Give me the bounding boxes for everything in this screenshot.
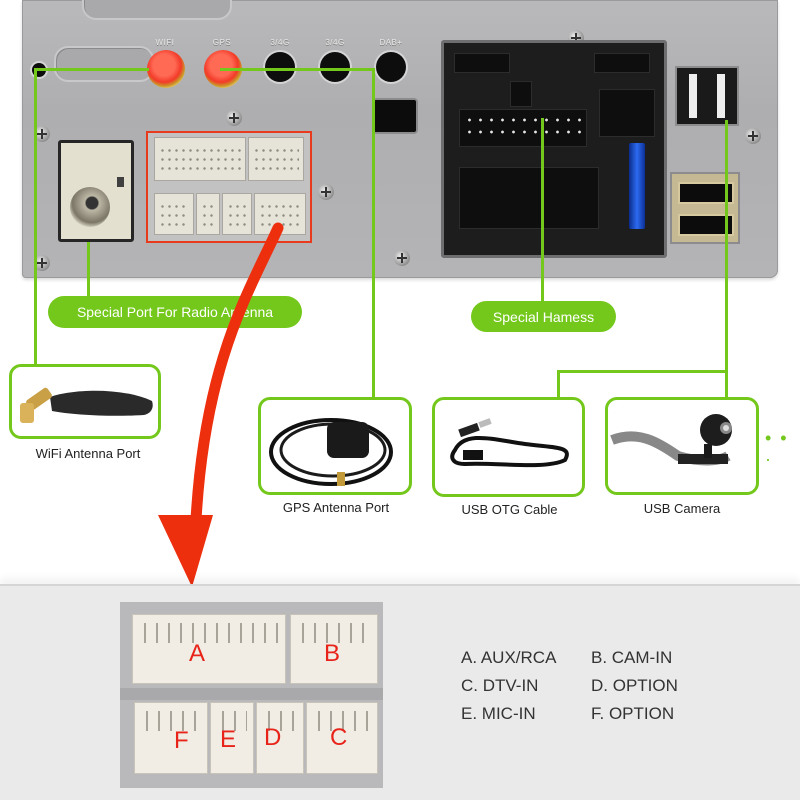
legend-item-b: B. CAM-IN xyxy=(591,648,673,667)
product-usb-otg-cable xyxy=(432,397,585,497)
wifi-antenna-icon xyxy=(20,387,153,423)
screw xyxy=(318,184,334,200)
more-items-indicator: • • · xyxy=(765,428,789,469)
harness-cover xyxy=(454,53,510,73)
port-label-4g-2: 3/4G xyxy=(325,38,345,47)
4g-port-hole-2 xyxy=(320,52,350,82)
detail-connector-c xyxy=(306,702,378,774)
screw xyxy=(34,126,50,142)
wifi-sma-connector xyxy=(147,50,185,88)
legend-item-d: D. OPTION xyxy=(591,676,678,695)
legend-item-a: A. AUX/RCA xyxy=(461,648,557,667)
detail-connector-f xyxy=(134,702,208,774)
connector-d xyxy=(222,193,252,235)
connector-legend: A. AUX/RCA B. CAM-IN C. DTV-IN D. OPTION… xyxy=(461,648,711,723)
connector-line xyxy=(34,68,149,71)
detail-connector-a xyxy=(132,614,286,684)
connector-detail-section: A B F E D C xyxy=(0,584,800,800)
harness-key xyxy=(510,81,532,107)
harness-pin-block xyxy=(459,109,587,147)
blue-fuse xyxy=(629,143,645,229)
connector-b xyxy=(248,137,304,181)
screw xyxy=(745,128,761,144)
harness-lower-block xyxy=(459,167,599,229)
screw xyxy=(226,110,242,126)
callout-special-harness: Special Hamess xyxy=(471,301,616,332)
harness-side-block xyxy=(599,89,655,137)
special-harness-socket xyxy=(441,40,667,258)
callout-radio-antenna: Special Port For Radio Antenna xyxy=(48,296,302,328)
connector-line xyxy=(725,120,728,400)
dab-port-hole xyxy=(376,52,406,82)
panel-ridge xyxy=(82,0,232,20)
screw xyxy=(394,250,410,266)
product-gps-antenna xyxy=(258,397,412,495)
port-label-wifi: WIFI xyxy=(155,38,175,47)
connector-line xyxy=(557,370,560,400)
detail-connector-d xyxy=(256,702,304,774)
harness-cover xyxy=(594,53,650,73)
product-wifi-antenna xyxy=(9,364,161,439)
connector-detail-photo: A B F E D C xyxy=(120,602,383,788)
radio-port-slot xyxy=(117,177,124,187)
usb-camera-icon xyxy=(610,414,732,466)
legend-item-f: F. OPTION xyxy=(591,704,675,723)
product-label-usb-camera: USB Camera xyxy=(643,501,721,516)
port-label-4g-1: 3/4G xyxy=(270,38,290,47)
usb-port-stack xyxy=(670,172,740,244)
product-label-usb-otg: USB OTG Cable xyxy=(461,502,558,517)
screw xyxy=(34,255,50,271)
connector-letter-e: E xyxy=(220,726,237,753)
connector-e xyxy=(196,193,220,235)
port-label-dab: DAB+ xyxy=(379,38,403,47)
radio-antenna-port xyxy=(58,140,134,242)
connector-line xyxy=(557,370,728,373)
connector-letter-f: F xyxy=(174,727,189,754)
usb-cable-icon xyxy=(450,418,569,468)
connector-f xyxy=(154,193,194,235)
legend-item-c: C. DTV-IN xyxy=(461,676,539,695)
highlighted-connector-group xyxy=(146,131,312,243)
product-label-wifi: WiFi Antenna Port xyxy=(35,446,141,461)
legend-item-e: E. MIC-IN xyxy=(461,704,536,723)
connector-line xyxy=(220,68,375,71)
connector-a xyxy=(154,137,246,181)
connector-line xyxy=(372,68,375,400)
connector-letter-b: B xyxy=(324,640,341,667)
usb-port-1 xyxy=(678,182,734,204)
detail-connector-b xyxy=(290,614,378,684)
gps-antenna-icon xyxy=(269,418,393,486)
usb-port-2 xyxy=(678,214,734,236)
detail-connector-e xyxy=(210,702,254,774)
port-label-gps: GPS xyxy=(212,38,232,47)
usb-port-vertical xyxy=(675,66,739,126)
detail-divider xyxy=(120,688,383,700)
product-usb-camera xyxy=(605,397,759,495)
product-label-gps: GPS Antenna Port xyxy=(282,500,390,515)
connector-line xyxy=(541,118,544,302)
connector-letter-c: C xyxy=(330,724,348,751)
4g-port-hole-1 xyxy=(265,52,295,82)
connector-line xyxy=(87,242,90,296)
connector-letter-d: D xyxy=(264,724,282,751)
panel-recess xyxy=(54,46,154,82)
radio-antenna-socket xyxy=(70,187,110,227)
connector-letter-a: A xyxy=(189,640,206,667)
connector-line xyxy=(34,68,37,368)
